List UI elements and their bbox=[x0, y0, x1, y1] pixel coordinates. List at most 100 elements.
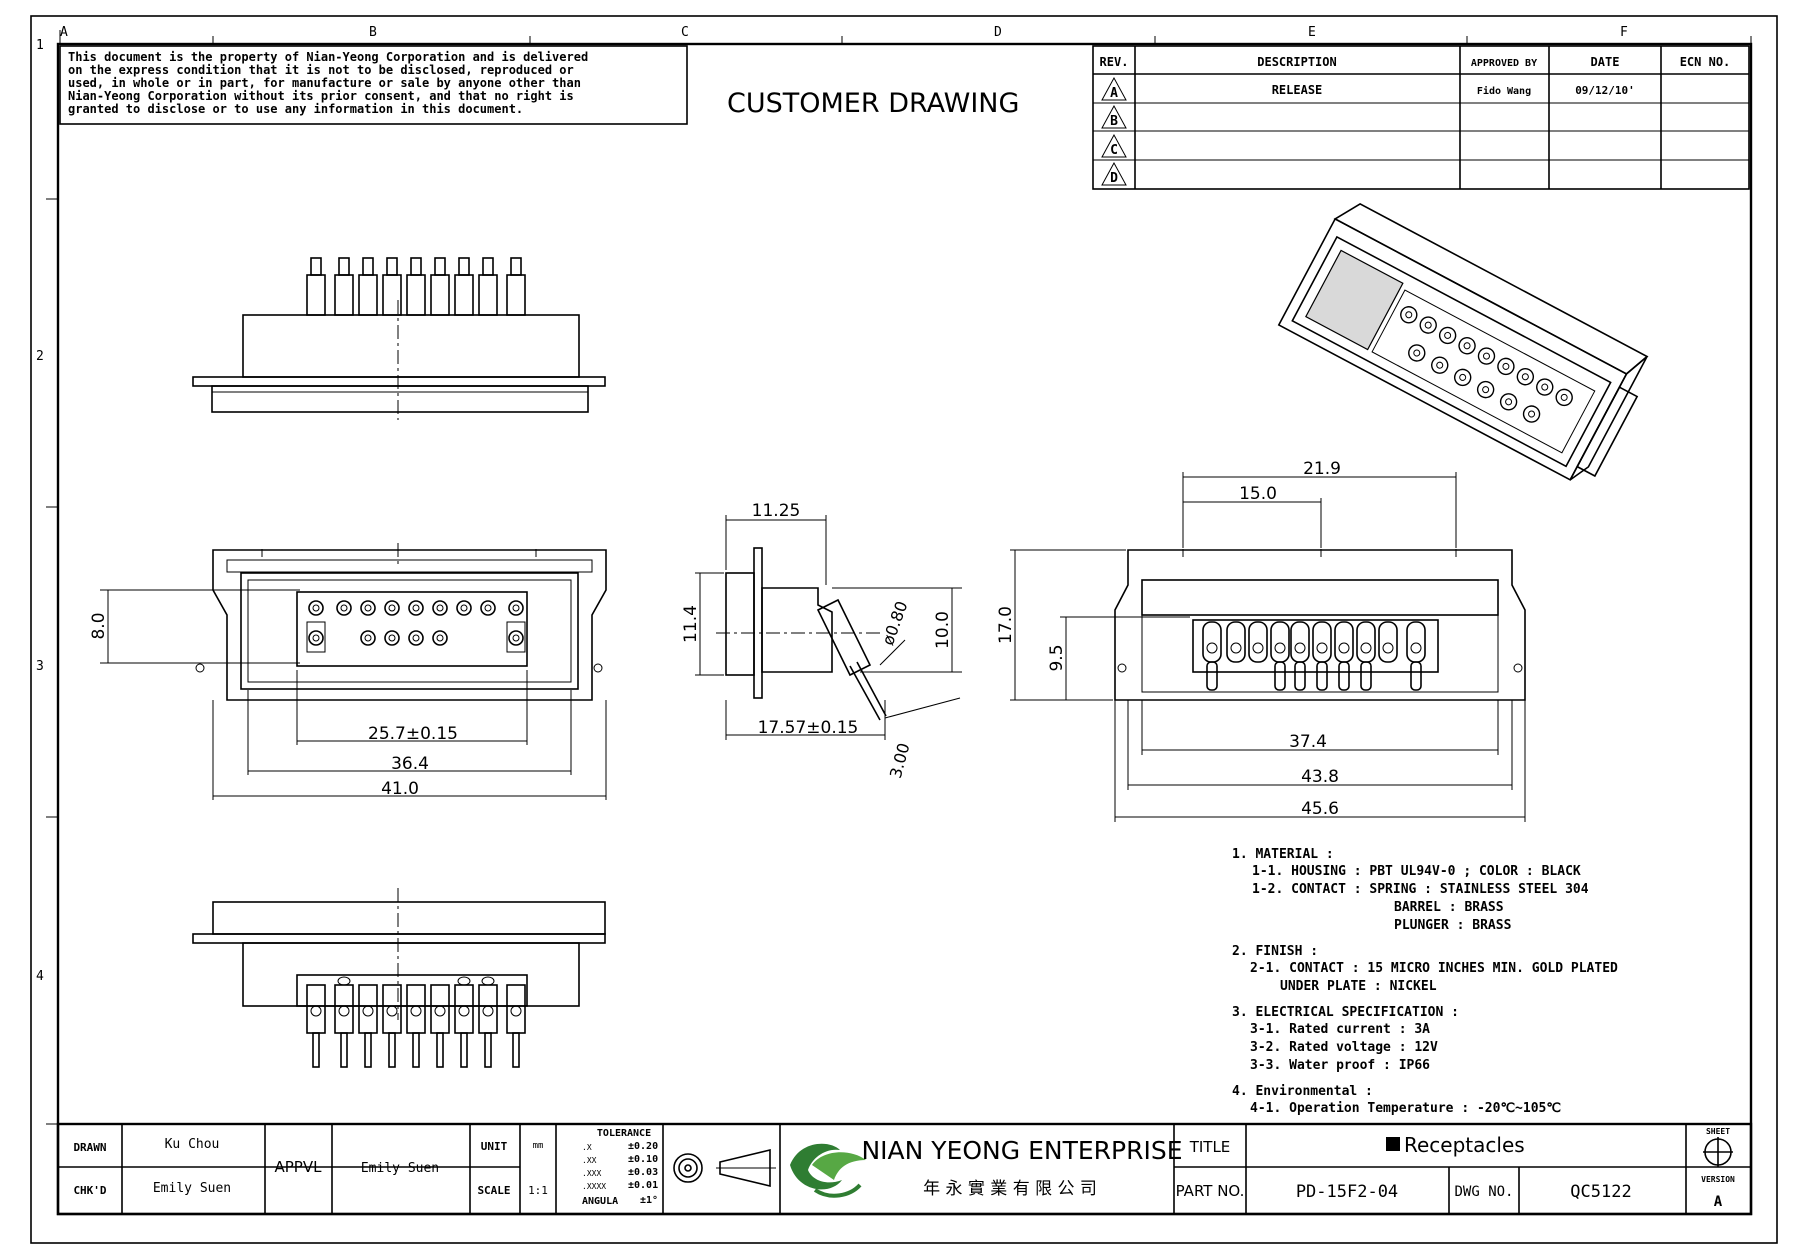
pin-ring bbox=[1206, 642, 1218, 654]
tolerance-key: .X bbox=[582, 1143, 592, 1152]
isometric-view bbox=[1277, 203, 1649, 481]
chkd-value: Emily Suen bbox=[153, 1181, 231, 1196]
pin-barrel bbox=[1378, 621, 1398, 663]
pin-contact-inner bbox=[388, 604, 396, 612]
dim-label: ø0.80 bbox=[878, 599, 911, 648]
iso-pin bbox=[1536, 378, 1554, 396]
part-value: PD-15F2-04 bbox=[1296, 1182, 1398, 1202]
grid-row-4: 4 bbox=[36, 969, 44, 984]
pin-tail bbox=[1294, 661, 1306, 691]
pin-barrel bbox=[506, 984, 526, 1034]
title-prefix-glyph-icon bbox=[1386, 1137, 1400, 1151]
grid-row-labels: 1 2 3 4 bbox=[36, 38, 58, 1125]
pin-contact-inner bbox=[412, 604, 420, 612]
pin-ring bbox=[482, 1005, 494, 1017]
pin-tail bbox=[364, 1032, 372, 1068]
note-line: 1. MATERIAL : bbox=[1232, 847, 1334, 862]
tolerance-key: .XXX bbox=[582, 1169, 601, 1178]
pin-contact-inner bbox=[388, 634, 396, 642]
pin-ring bbox=[410, 1005, 422, 1017]
iso-pin bbox=[1419, 316, 1437, 334]
dim-label: 11.4 bbox=[681, 605, 701, 643]
pin-plunger bbox=[434, 257, 446, 276]
iso-pin bbox=[1555, 388, 1573, 407]
tolerance-key: .XXXX bbox=[582, 1182, 606, 1191]
iso-pin-inner bbox=[1560, 393, 1568, 401]
title-label: TITLE bbox=[1189, 1138, 1231, 1156]
pin-barrel bbox=[430, 984, 450, 1034]
rev-triangle-icon bbox=[1101, 133, 1127, 158]
company-name: NIAN YEONG ENTERPRISE bbox=[861, 1136, 1182, 1165]
rear-view bbox=[1114, 549, 1526, 701]
rev-d: D bbox=[1110, 171, 1118, 186]
unit-label: UNIT bbox=[481, 1140, 508, 1153]
grid-col-b: B bbox=[369, 25, 377, 40]
inner-border bbox=[56, 42, 1753, 1216]
pin-contact bbox=[456, 600, 472, 616]
iso-pin bbox=[1477, 347, 1496, 365]
side-view bbox=[716, 547, 887, 721]
dim-label: 43.8 bbox=[1301, 767, 1339, 787]
pin-plunger bbox=[510, 257, 522, 276]
pin-ring bbox=[1382, 642, 1394, 654]
iso-pin-inner bbox=[1413, 349, 1421, 357]
pin-tail bbox=[484, 1032, 492, 1068]
grid-column-labels: A B C D E F bbox=[59, 25, 1752, 44]
date-header: DATE bbox=[1591, 55, 1620, 69]
iso-pin bbox=[1438, 326, 1457, 345]
iso-pin-inner bbox=[1463, 342, 1471, 350]
iso-pin-inner bbox=[1459, 373, 1467, 381]
tolerance-key: .XX bbox=[582, 1156, 597, 1165]
dim-label: 21.9 bbox=[1303, 459, 1341, 479]
pin-plunger bbox=[458, 257, 470, 276]
pin-barrel bbox=[1270, 621, 1290, 663]
pin-tail bbox=[1316, 661, 1328, 691]
pin-contact-inner bbox=[312, 604, 320, 612]
pin-contact bbox=[384, 600, 400, 616]
dwg-label: DWG NO. bbox=[1454, 1184, 1513, 1200]
drawn-value: Ku Chou bbox=[165, 1137, 220, 1152]
pin-contact bbox=[408, 630, 424, 646]
rev-triangle-icon bbox=[1101, 104, 1127, 129]
notice-box: This document is the property of Nian-Ye… bbox=[59, 45, 688, 125]
grid-col-c: C bbox=[681, 25, 689, 40]
note-line: UNDER PLATE : NICKEL bbox=[1280, 979, 1437, 994]
pin-barrel bbox=[1290, 621, 1310, 663]
iso-pin bbox=[1522, 405, 1541, 423]
pin-barrel bbox=[306, 984, 326, 1034]
part-label: PART NO. bbox=[1176, 1182, 1245, 1200]
pin-tail bbox=[1360, 661, 1372, 691]
rev-a-date: 09/12/10' bbox=[1575, 84, 1635, 97]
note-line: 3-3. Water proof : IP66 bbox=[1250, 1058, 1430, 1073]
pin-ring bbox=[1230, 642, 1242, 654]
pin-barrel bbox=[406, 274, 426, 316]
pin-hole bbox=[457, 976, 471, 986]
pin-barrel bbox=[334, 984, 354, 1034]
pin-tail bbox=[1338, 661, 1350, 691]
pin-ring bbox=[1316, 642, 1328, 654]
iso-pin-inner bbox=[1541, 383, 1549, 391]
company-logo-icon bbox=[790, 1143, 866, 1198]
pin-contact bbox=[432, 600, 448, 616]
pin-tail bbox=[512, 1032, 520, 1068]
title-value: Receptacles bbox=[1404, 1133, 1525, 1157]
sheet-target-icon bbox=[1703, 1137, 1733, 1167]
pin-contact-inner bbox=[484, 604, 492, 612]
pin-ring bbox=[1338, 642, 1350, 654]
description-header: DESCRIPTION bbox=[1257, 55, 1336, 69]
iso-pin-inner bbox=[1521, 373, 1529, 381]
pin-contact bbox=[480, 600, 496, 616]
pin-contact-inner bbox=[436, 634, 444, 642]
pin-guide bbox=[506, 621, 526, 653]
grid-col-a: A bbox=[60, 25, 68, 40]
iso-pin bbox=[1499, 393, 1518, 411]
iso-pin bbox=[1408, 344, 1426, 362]
notice-line: granted to disclose or to use any inform… bbox=[68, 102, 523, 116]
pin-tail bbox=[1206, 661, 1218, 691]
grid-row-3: 3 bbox=[36, 659, 44, 674]
iso-pin-inner bbox=[1444, 331, 1452, 339]
notes-block: 1. MATERIAL :1-1. HOUSING : PBT UL94V-0 … bbox=[1232, 847, 1618, 1116]
pin-contact bbox=[432, 630, 448, 646]
grid-col-d: D bbox=[994, 25, 1002, 40]
